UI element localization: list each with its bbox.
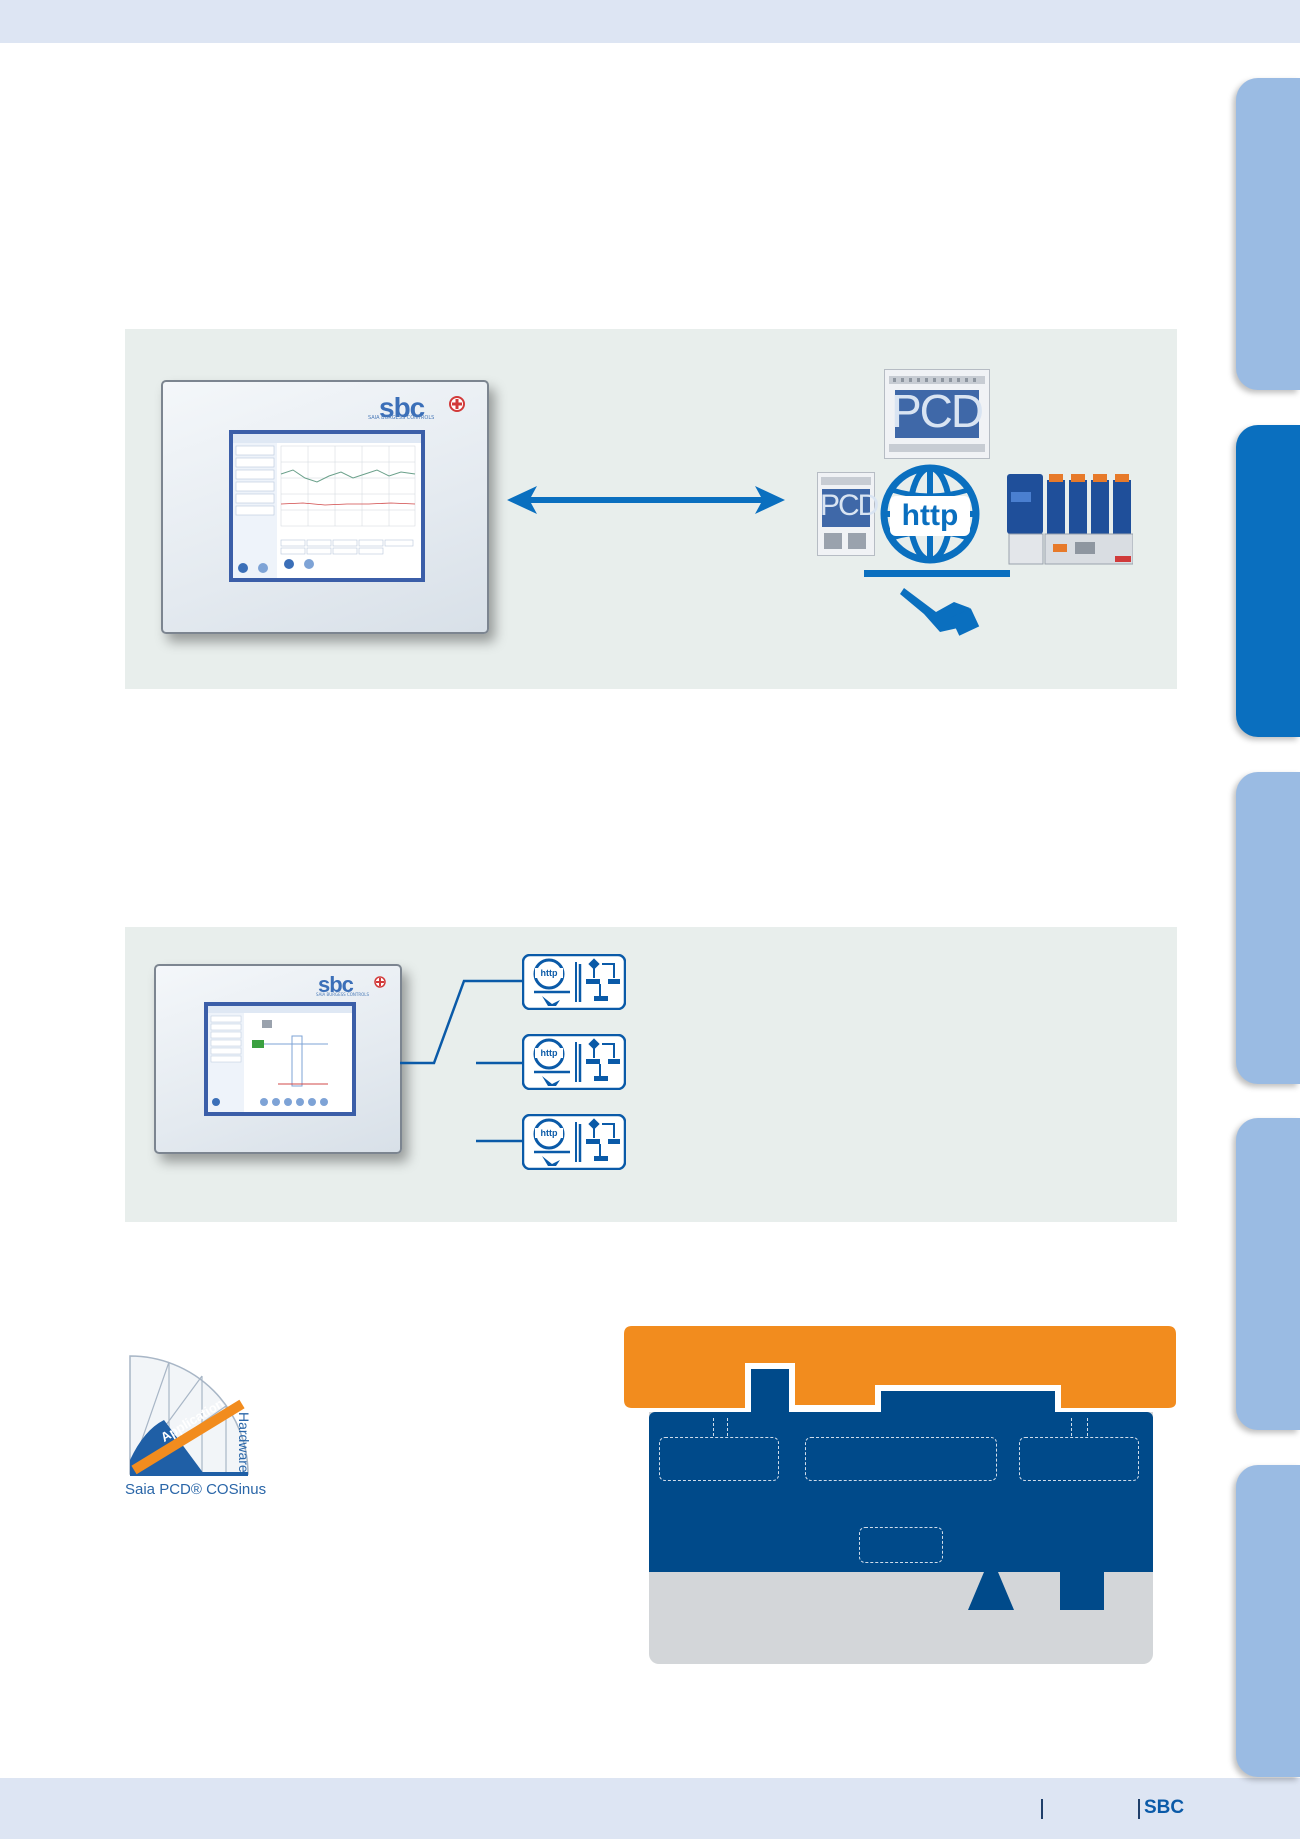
hmi-touch-panel: sbc SAIA BURGESS CONTROLS — [161, 380, 489, 634]
pcd-label-small: PCD — [820, 489, 879, 522]
sbc-cross-icon — [449, 396, 465, 412]
cosinus-brand-text: Saia PCD® COSinus — [125, 1481, 267, 1498]
web-logic-icon-graphic — [522, 954, 626, 1010]
cosinus-logo-graphic — [129, 1355, 249, 1476]
section-tab-4[interactable] — [1236, 1118, 1300, 1430]
dashed-module-left — [659, 1437, 779, 1481]
http-label: http — [535, 1128, 563, 1138]
sbc-cross-icon — [374, 976, 386, 988]
footer-band — [0, 1778, 1300, 1839]
sbc-logo: sbc — [379, 392, 425, 423]
cosinus-side-text: Hardware — [236, 1412, 252, 1473]
section-tab-2-active[interactable] — [1236, 425, 1300, 737]
pcd-controller-small: PCD — [817, 472, 879, 556]
footer-separator — [1138, 1799, 1140, 1819]
trend-screen-graphic — [233, 434, 421, 578]
bidirectional-arrow-icon — [507, 486, 785, 514]
footer-separator — [1041, 1799, 1043, 1819]
hmi-touch-panel-small: sbc SAIA BURGESS CONTROLS — [154, 964, 402, 1154]
sbc-logo: sbc — [318, 972, 354, 997]
http-label: http — [535, 1048, 563, 1058]
pcd-controller-graphic — [889, 376, 985, 452]
architecture-shapes — [624, 1326, 1176, 1610]
footer-brand: SBC — [1144, 1797, 1185, 1818]
dashed-connector — [1071, 1418, 1074, 1436]
section-tab-5[interactable] — [1236, 1465, 1300, 1777]
pcd-module-rack — [1007, 474, 1133, 565]
pcd-controller-large: PCD — [884, 369, 990, 459]
header-band — [0, 0, 1300, 43]
http-label: http — [535, 968, 563, 978]
dashed-module-lower — [859, 1527, 943, 1563]
section-tab-1[interactable] — [1236, 78, 1300, 390]
dashed-connector — [1087, 1418, 1090, 1436]
hmi-screen-trend — [229, 430, 425, 582]
sbc-logo-subtitle: SAIA BURGESS CONTROLS — [368, 415, 435, 421]
pcd-small-graphic — [821, 477, 871, 549]
network-connection-lines — [400, 979, 522, 1143]
system-layer-block — [649, 1412, 1153, 1572]
web-logic-icon-2: http — [522, 1034, 626, 1090]
section-tab-3[interactable] — [1236, 772, 1300, 1084]
hmi-screen-plant — [204, 1002, 356, 1116]
dashed-connector — [713, 1418, 716, 1436]
pcd-label-large: PCD — [891, 385, 984, 437]
web-logic-icon-1: http — [522, 954, 626, 1010]
web-logic-icon-graphic — [522, 1114, 626, 1170]
plant-screen-graphic — [208, 1006, 352, 1112]
dashed-module-right — [1019, 1437, 1139, 1481]
web-logic-icon-3: http — [522, 1114, 626, 1170]
dashed-connector — [727, 1418, 730, 1436]
dashed-module-center — [805, 1437, 997, 1481]
web-logic-icon-graphic — [522, 1034, 626, 1090]
sbc-logo-subtitle: SAIA BURGESS CONTROLS — [316, 992, 370, 997]
http-label: http — [890, 496, 970, 536]
web-server-globe-icon — [864, 464, 1010, 636]
